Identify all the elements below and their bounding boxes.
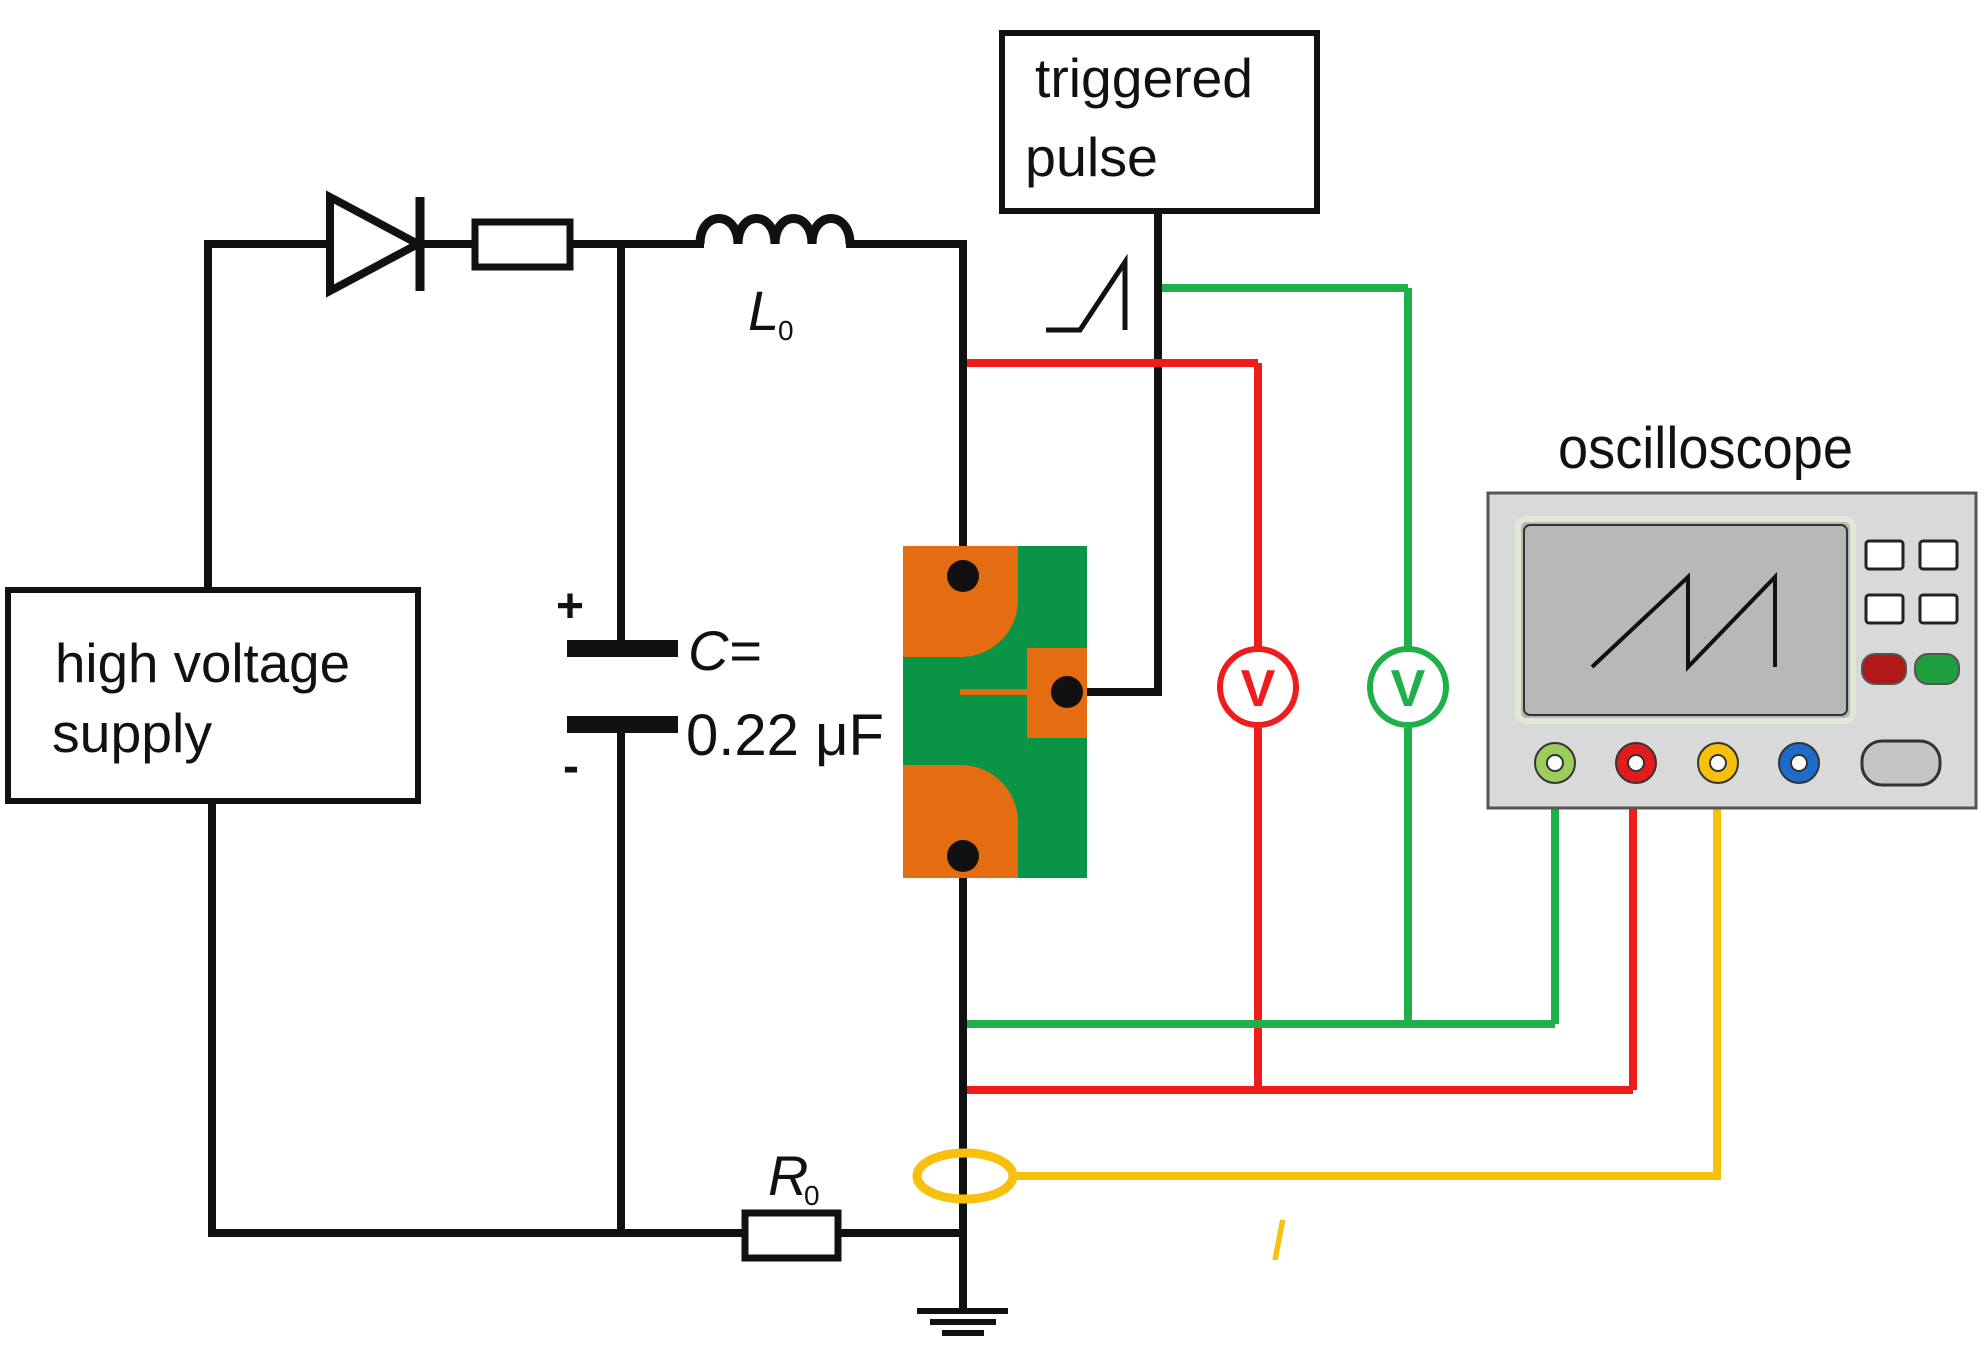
oscilloscope-green-button [1914, 653, 1960, 685]
oscilloscope-buttons [1864, 539, 1959, 625]
red-voltage-probe-wires [967, 359, 1637, 1094]
oscilloscope-red-button [1861, 653, 1907, 685]
input-jack-blue [1778, 742, 1820, 784]
pulse-label-line1: triggered [1035, 47, 1253, 109]
electrode-board [903, 546, 1087, 878]
input-jack-green [1534, 742, 1576, 784]
capacitor-plus-sign: + [556, 580, 584, 633]
hv-supply-label-line2: supply [52, 702, 213, 764]
svg-text:0: 0 [778, 315, 794, 346]
svg-text:L: L [748, 279, 779, 342]
input-jack-yellow [1697, 742, 1739, 784]
input-jack-red [1615, 742, 1657, 784]
voltmeter-green: V [1367, 646, 1449, 728]
hv-supply-label-line1: high voltage [55, 632, 350, 694]
pulse-label-line2: pulse [1025, 126, 1158, 188]
current-clamp-ring [912, 1148, 1018, 1204]
sawtooth-wave-icon [1590, 572, 1777, 672]
series-resistor [471, 218, 574, 271]
svg-text:0: 0 [804, 1180, 820, 1211]
oscilloscope-power-button [1860, 739, 1942, 787]
inductor-L0 [695, 214, 855, 245]
inductor-label: L 0 [748, 279, 794, 346]
high-voltage-supply: high voltage supply [5, 587, 421, 804]
ground-icon [917, 1308, 1008, 1336]
oscilloscope-label: oscilloscope [1558, 416, 1853, 481]
resistor-label: R 0 [768, 1144, 820, 1211]
pulse-edge-icon [1046, 253, 1128, 333]
triggered-pulse-generator: triggered pulse [999, 30, 1320, 214]
svg-text:V: V [1391, 660, 1426, 718]
voltmeter-red: V [1217, 646, 1299, 728]
svg-text:V: V [1241, 660, 1276, 718]
current-label: I [1270, 1208, 1286, 1273]
svg-text:R: R [768, 1144, 808, 1207]
capacitor-value-label: 0.22 μF [686, 703, 884, 768]
diode-icon [326, 190, 427, 298]
capacitor-name-label: C= [688, 619, 761, 682]
resistor-R0 [741, 1209, 842, 1262]
capacitor-minus-sign: - [563, 740, 579, 793]
current-probe [912, 764, 1721, 1204]
oscilloscope-screen [1515, 516, 1856, 724]
oscilloscope [1486, 491, 1978, 810]
capacitor-C [567, 640, 678, 733]
